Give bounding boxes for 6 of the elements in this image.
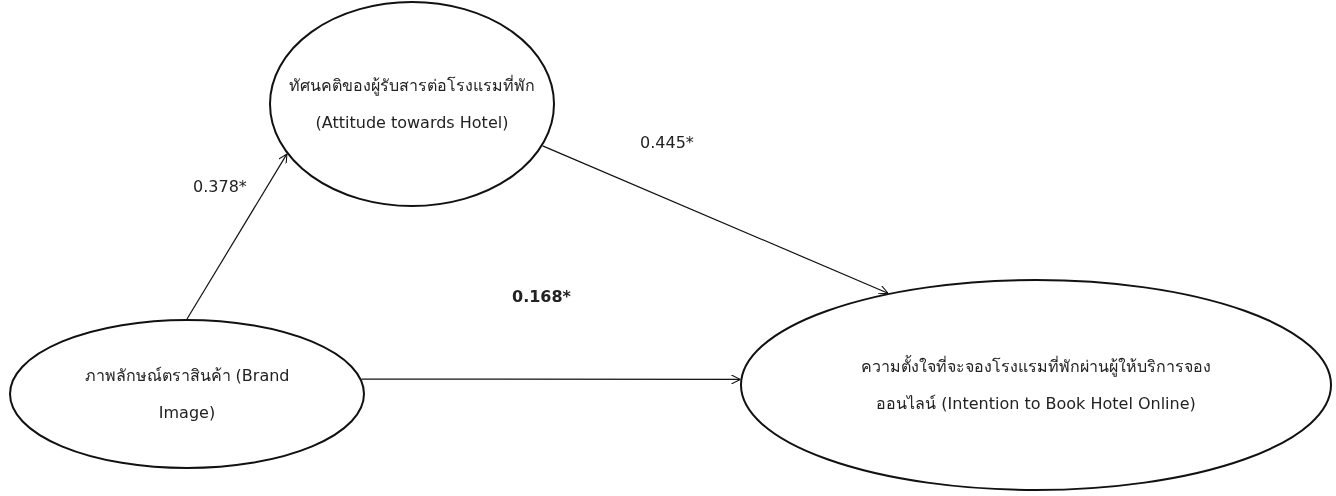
node-text: ความตั้งใจที่จะจองโรงแรมที่พักผ่านผู้ให้บริการจองออนไลน์ (Intention to Book Hotel Online)	[860, 354, 1212, 415]
node-text: ภาพลักษณ์ตราสินค้า (Brand Image)	[83, 365, 291, 424]
arrow	[542, 145, 889, 295]
arrow	[186, 153, 288, 320]
node-text: ทัศนคติของผู้รับสารต่อโรงแรมที่พัก (Attitude towards Hotel)	[288, 74, 536, 134]
arrow	[360, 374, 741, 385]
